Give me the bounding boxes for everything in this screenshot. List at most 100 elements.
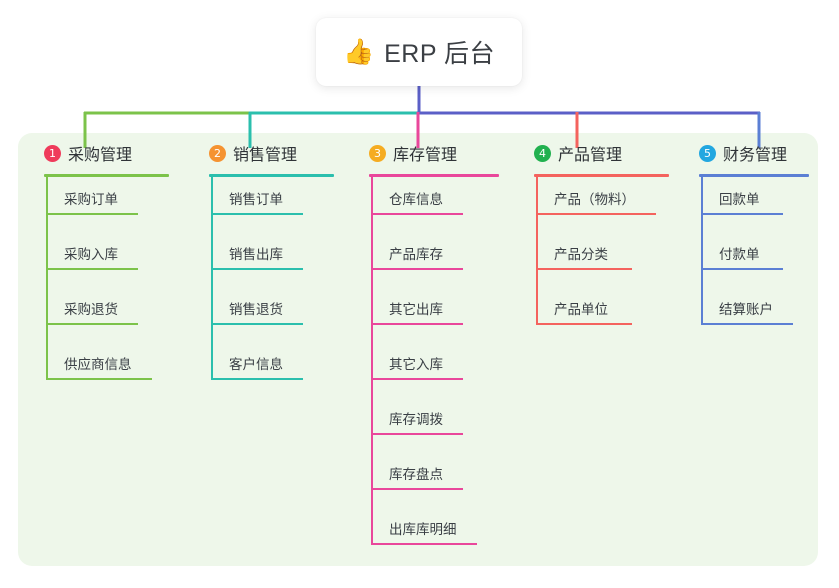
leaf-rule <box>701 213 783 215</box>
leaf-label: 销售订单 <box>229 192 283 207</box>
leaf-item[interactable]: 其它出库 <box>363 287 523 342</box>
column-badge-2: 2 <box>209 144 226 162</box>
leaf-rule <box>46 323 138 325</box>
column-container: 1 采购管理采购订单采购入库采购退货供应商信息 2 销售管理销售订单销售出库销售退货客… <box>18 133 818 566</box>
leaf-item[interactable]: 付款单 <box>693 232 833 287</box>
leaf-label: 库存盘点 <box>389 467 443 482</box>
leaf-item[interactable]: 出库库明细 <box>363 507 523 562</box>
leaf-item[interactable]: 库存盘点 <box>363 452 523 507</box>
leaf-list-4: 产品（物料） 产品分类产品单位 <box>528 177 693 342</box>
column-header-5[interactable]: 5 财务管理 <box>693 133 833 173</box>
leaf-label: 产品（物料） <box>554 192 635 207</box>
column-badge-5: 5 <box>699 144 716 162</box>
leaf-item[interactable]: 结算账户 <box>693 287 833 342</box>
column-badge-3: 3 <box>369 144 386 162</box>
column-badge-1: 1 <box>44 144 61 162</box>
root-node-card[interactable]: 👍 ERP 后台 <box>316 18 522 86</box>
root-node-title: ERP 后台 <box>384 40 496 68</box>
leaf-label: 其它出库 <box>389 302 443 317</box>
leaf-label: 客户信息 <box>229 357 283 372</box>
leaf-label: 采购入库 <box>64 247 118 262</box>
leaf-label: 供应商信息 <box>64 357 132 372</box>
leaf-rule <box>371 213 463 215</box>
leaf-label: 销售退货 <box>229 302 283 317</box>
column-rule-5 <box>699 174 809 177</box>
diagram-panel <box>18 133 818 566</box>
leaf-rule <box>536 323 632 325</box>
leaf-item[interactable]: 产品单位 <box>528 287 693 342</box>
column-4: 4 产品管理产品（物料） 产品分类产品单位 <box>528 133 693 342</box>
column-5: 5 财务管理回款单付款单结算账户 <box>693 133 833 342</box>
column-2: 2 销售管理销售订单销售出库销售退货客户信息 <box>203 133 358 397</box>
leaf-rule <box>46 378 152 380</box>
column-header-3[interactable]: 3 库存管理 <box>363 133 523 173</box>
leaf-rule <box>371 268 463 270</box>
column-title-5: 财务管理 <box>723 147 788 164</box>
column-header-2[interactable]: 2 销售管理 <box>203 133 358 173</box>
leaf-rule <box>46 213 138 215</box>
leaf-item[interactable]: 采购退货 <box>38 287 193 342</box>
column-rule-1 <box>44 174 169 177</box>
column-spine-4 <box>536 177 538 324</box>
column-rule-3 <box>369 174 499 177</box>
leaf-label: 产品单位 <box>554 302 608 317</box>
leaf-rule <box>371 543 477 545</box>
column-spine-5 <box>701 177 703 324</box>
leaf-rule <box>211 323 303 325</box>
column-title-1: 采购管理 <box>68 147 133 164</box>
column-spine-2 <box>211 177 213 379</box>
column-rule-2 <box>209 174 334 177</box>
column-spine-3 <box>371 177 373 544</box>
leaf-label: 回款单 <box>719 192 760 207</box>
thumbs-up-icon: 👍 <box>342 37 375 66</box>
leaf-list-3: 仓库信息产品库存其它出库其它入库库存调拨库存盘点出库库明细 <box>363 177 523 562</box>
column-header-4[interactable]: 4 产品管理 <box>528 133 693 173</box>
leaf-label: 出库库明细 <box>389 522 457 537</box>
leaf-rule <box>211 213 303 215</box>
leaf-item[interactable]: 销售出库 <box>203 232 358 287</box>
leaf-label: 付款单 <box>719 247 760 262</box>
leaf-item[interactable]: 销售订单 <box>203 177 358 232</box>
leaf-item[interactable]: 产品分类 <box>528 232 693 287</box>
leaf-label: 产品库存 <box>389 247 443 262</box>
leaf-item[interactable]: 库存调拨 <box>363 397 523 452</box>
leaf-rule <box>371 378 463 380</box>
leaf-label: 产品分类 <box>554 247 608 262</box>
leaf-item[interactable]: 产品库存 <box>363 232 523 287</box>
leaf-rule <box>211 268 303 270</box>
leaf-rule <box>371 488 463 490</box>
column-badge-4: 4 <box>534 144 551 162</box>
leaf-list-5: 回款单付款单结算账户 <box>693 177 833 342</box>
column-header-1[interactable]: 1 采购管理 <box>38 133 193 173</box>
leaf-rule <box>371 323 463 325</box>
leaf-item[interactable]: 销售退货 <box>203 287 358 342</box>
leaf-list-2: 销售订单销售出库销售退货客户信息 <box>203 177 358 397</box>
leaf-rule <box>701 323 793 325</box>
column-title-4: 产品管理 <box>558 147 623 164</box>
leaf-item[interactable]: 采购订单 <box>38 177 193 232</box>
column-rule-4 <box>534 174 669 177</box>
leaf-label: 采购订单 <box>64 192 118 207</box>
leaf-item[interactable]: 回款单 <box>693 177 833 232</box>
leaf-label: 采购退货 <box>64 302 118 317</box>
leaf-rule <box>536 213 656 215</box>
column-spine-1 <box>46 177 48 379</box>
leaf-list-1: 采购订单采购入库采购退货供应商信息 <box>38 177 193 397</box>
leaf-label: 结算账户 <box>719 302 773 317</box>
leaf-item[interactable]: 采购入库 <box>38 232 193 287</box>
leaf-item[interactable]: 其它入库 <box>363 342 523 397</box>
column-1: 1 采购管理采购订单采购入库采购退货供应商信息 <box>38 133 193 397</box>
leaf-item[interactable]: 供应商信息 <box>38 342 193 397</box>
leaf-label: 销售出库 <box>229 247 283 262</box>
leaf-item[interactable]: 客户信息 <box>203 342 358 397</box>
column-title-2: 销售管理 <box>233 147 298 164</box>
leaf-item[interactable]: 产品（物料） <box>528 177 693 232</box>
leaf-label: 其它入库 <box>389 357 443 372</box>
leaf-rule <box>46 268 138 270</box>
leaf-item[interactable]: 仓库信息 <box>363 177 523 232</box>
leaf-rule <box>211 378 303 380</box>
leaf-rule <box>536 268 632 270</box>
column-title-3: 库存管理 <box>393 147 458 164</box>
leaf-label: 库存调拨 <box>389 412 443 427</box>
leaf-rule <box>701 268 783 270</box>
